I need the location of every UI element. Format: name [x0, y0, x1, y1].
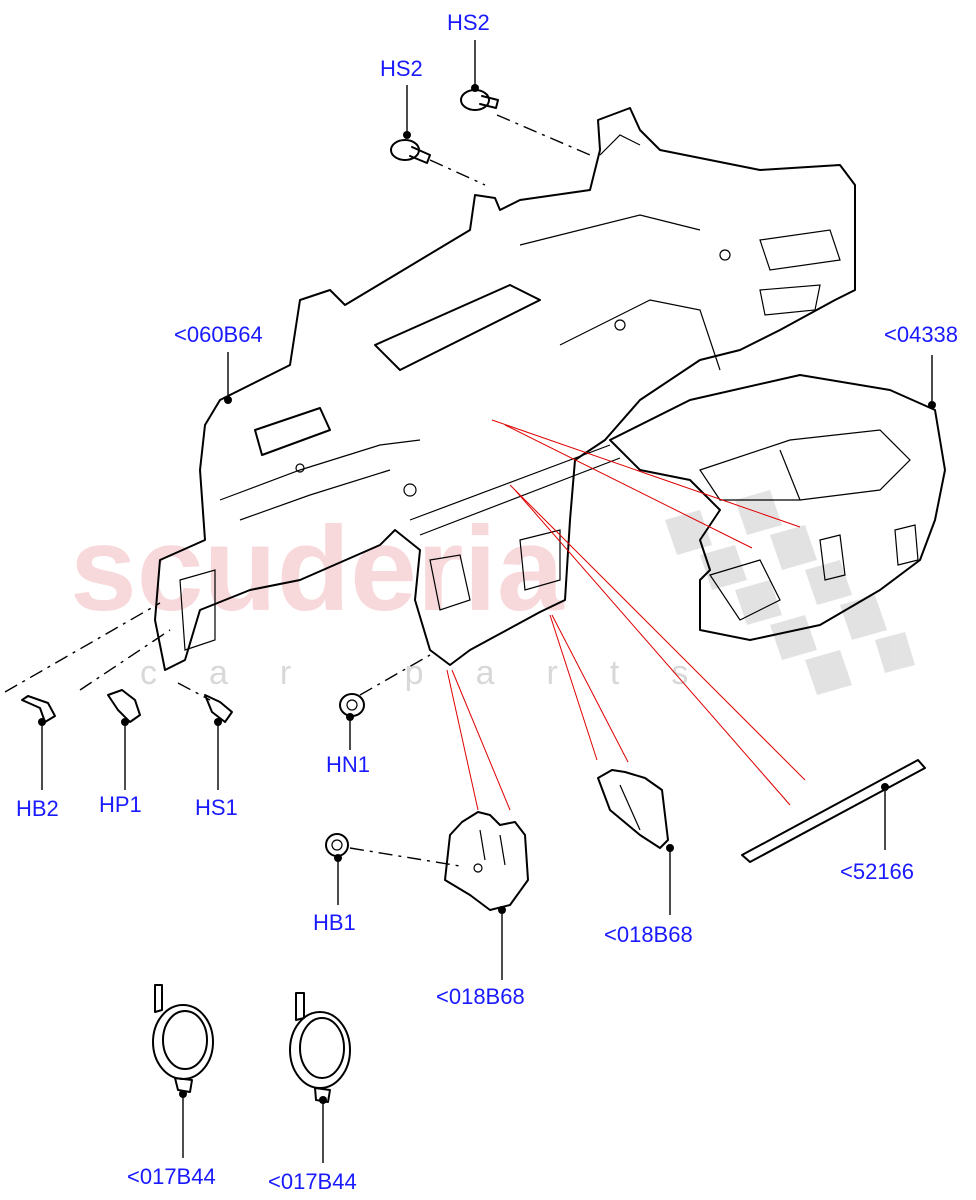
alignment-lines	[4, 114, 591, 867]
callout-leaders	[38, 40, 936, 1163]
bolt-hs1	[204, 694, 233, 723]
air-duct-housing	[609, 374, 946, 641]
label-017b44-left[interactable]: <017B44	[127, 1164, 216, 1189]
label-04338[interactable]: <04338	[884, 322, 958, 347]
bolt-hb2	[21, 695, 56, 723]
label-018b68-right[interactable]: <018B68	[604, 922, 693, 947]
watermark-brand: scuderia	[70, 502, 565, 636]
label-hb1[interactable]: HB1	[313, 910, 356, 935]
watermark-tagline: car parts	[140, 654, 740, 692]
cross-car-beam	[154, 107, 856, 671]
label-52166[interactable]: <52166	[840, 859, 914, 884]
clamp-right	[289, 992, 351, 1103]
label-hb2[interactable]: HB2	[16, 796, 59, 821]
checkered-flag-icon	[665, 490, 915, 695]
rod-52166	[741, 759, 926, 863]
clamp-left	[152, 984, 214, 1093]
nut-hn1	[339, 693, 365, 717]
label-hn1[interactable]: HN1	[326, 752, 370, 777]
label-hp1[interactable]: HP1	[99, 792, 142, 817]
label-hs2-top[interactable]: HS2	[447, 10, 490, 35]
label-hs2-left[interactable]: HS2	[380, 56, 423, 81]
nut-hb1	[325, 833, 349, 857]
label-018b68-center[interactable]: <018B68	[436, 984, 525, 1009]
bolt-hs2-left	[390, 139, 431, 164]
label-060b64[interactable]: <060B64	[174, 322, 263, 347]
bolt-hs2-top	[460, 89, 499, 111]
bracket-right	[597, 769, 669, 849]
push-pin-hp1	[107, 689, 141, 723]
bracket-center	[444, 811, 529, 911]
red-leader-lines	[446, 419, 806, 811]
label-017b44-right[interactable]: <017B44	[268, 1169, 357, 1194]
label-hs1[interactable]: HS1	[195, 795, 238, 820]
